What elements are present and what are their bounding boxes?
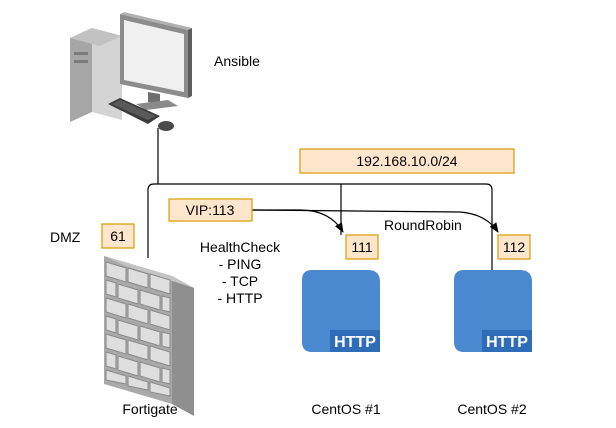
desktop-computer-icon [70, 12, 192, 131]
fortigate-ip: 61 [110, 228, 126, 244]
healthcheck-item: - PING [219, 256, 262, 272]
http-server-icon: HTTP [454, 270, 532, 352]
http-badge: HTTP [334, 334, 376, 351]
centos1-ip-box [345, 234, 379, 260]
roundrobin-label: RoundRobin [384, 217, 462, 233]
subnet-box [299, 148, 515, 174]
centos1-label: CentOS #1 [311, 401, 380, 417]
fortigate-ip-box [101, 223, 135, 249]
subnet-label: 192.168.10.0/24 [356, 153, 457, 169]
centos1-ip: 111 [351, 239, 372, 255]
vip-box [168, 198, 253, 222]
healthcheck-text: HealthCheck - PING - TCP - HTTP [200, 239, 281, 306]
http-server-icon: HTTP [302, 270, 380, 352]
healthcheck-title: HealthCheck [200, 239, 281, 255]
http-badge: HTTP [486, 334, 528, 351]
firewall-icon [104, 256, 194, 416]
connections [147, 128, 499, 270]
healthcheck-item: - TCP [222, 273, 258, 289]
centos2-ip-box [497, 234, 531, 260]
centos2-ip: 112 [503, 239, 526, 255]
vip-label: VIP:113 [186, 202, 235, 218]
fortigate-label: Fortigate [122, 401, 177, 417]
vip-arrow-111 [252, 209, 344, 233]
ansible-label: Ansible [214, 53, 260, 69]
centos2-label: CentOS #2 [457, 401, 526, 417]
dmz-label: DMZ [50, 229, 81, 245]
network-bus [147, 183, 493, 258]
healthcheck-item: - HTTP [217, 290, 262, 306]
vip-arrow-112 [251, 209, 499, 233]
